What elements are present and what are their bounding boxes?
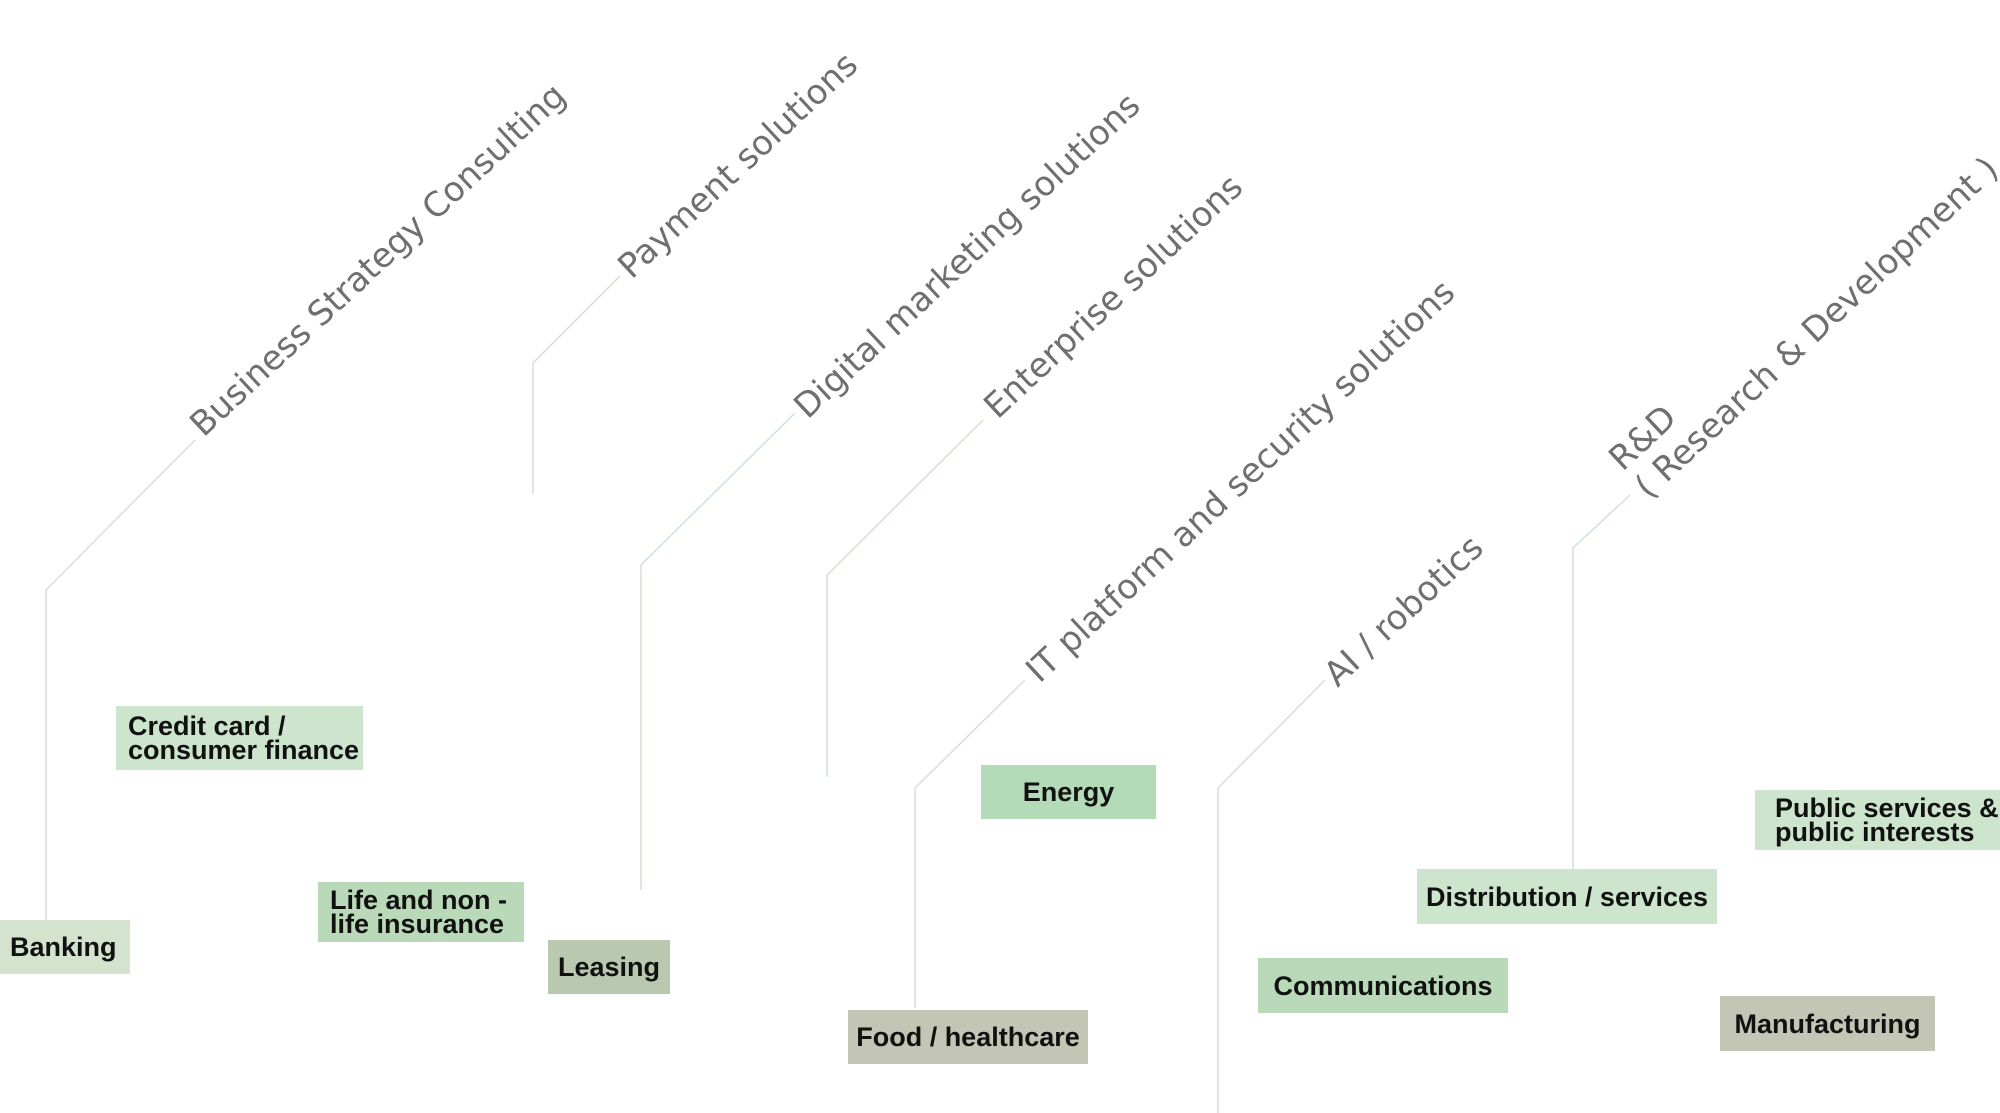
- industry-public-services-line1: Public services &: [1775, 793, 1999, 823]
- industry-manufacturing: Manufacturing: [1720, 996, 1935, 1051]
- industry-energy: Energy: [981, 765, 1156, 819]
- connector-digital-marketing: [640, 412, 796, 890]
- industry-life-insurance-line2: life insurance: [330, 909, 505, 939]
- connector-business-strategy: [45, 439, 196, 920]
- connector-enterprise: [826, 419, 984, 777]
- industry-public-services-line2: public interests: [1775, 817, 1975, 847]
- industry-banking: Banking: [0, 920, 130, 974]
- industry-life-insurance-line1: Life and non -: [330, 885, 507, 915]
- industry-communications: Communications: [1258, 958, 1508, 1013]
- connector-ai-robotics: [1217, 679, 1326, 1113]
- industry-public-services: Public services & public interests: [1755, 790, 2000, 850]
- industry-food-healthcare: Food / healthcare: [848, 1010, 1088, 1064]
- connector-rnd: [1572, 494, 1631, 870]
- industry-credit-card-line2: consumer finance: [128, 735, 360, 765]
- industry-distribution-services: Distribution / services: [1417, 869, 1717, 924]
- industry-credit-card-line1: Credit card /: [128, 711, 286, 741]
- connector-payment: [532, 275, 621, 494]
- industry-credit-card: Credit card / consumer finance: [116, 706, 363, 770]
- industry-leasing: Leasing: [548, 940, 670, 994]
- connector-it-platform: [914, 679, 1026, 1008]
- industry-life-insurance: Life and non - life insurance: [318, 882, 524, 942]
